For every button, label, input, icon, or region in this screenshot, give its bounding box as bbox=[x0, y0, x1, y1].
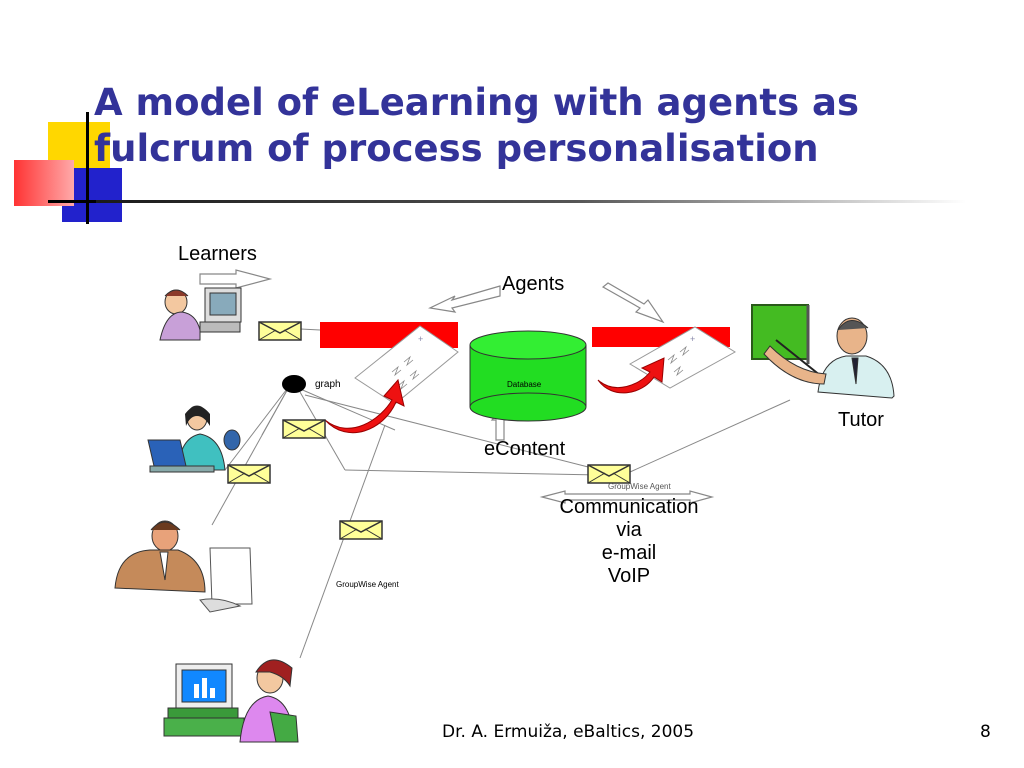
learners-arrow bbox=[199, 269, 273, 289]
groupwise-agent-label-2: GroupWise Agent bbox=[608, 482, 671, 491]
connector-lines bbox=[211, 326, 791, 659]
agents-right-arrow bbox=[601, 282, 665, 324]
tutor-icon bbox=[751, 304, 895, 399]
communication-label: Communication via e-mail VoIP bbox=[520, 496, 738, 588]
communication-line-4: VoIP bbox=[607, 565, 651, 587]
outline-arrows bbox=[199, 269, 715, 504]
learners-label: Learners bbox=[178, 243, 257, 265]
groupwise-agent-label: GroupWise Agent bbox=[336, 580, 399, 589]
envelope-icon bbox=[227, 464, 271, 484]
title-rule bbox=[96, 200, 966, 203]
agents-left-arrow bbox=[428, 285, 501, 313]
learner-icon-4 bbox=[163, 659, 299, 743]
envelope-icon bbox=[258, 321, 302, 341]
tutor-label: Tutor bbox=[838, 409, 884, 431]
title-line-1: A model of eLearning with agents as bbox=[94, 81, 859, 124]
logo-vertical-line bbox=[86, 112, 89, 224]
learner-icon-2 bbox=[147, 405, 241, 473]
envelope-icon bbox=[587, 464, 631, 484]
svg-text:+: + bbox=[418, 334, 423, 344]
logo-horizontal-line bbox=[48, 200, 108, 203]
curved-arrow-right bbox=[597, 357, 665, 394]
communication-line-1: Communication bbox=[559, 496, 699, 518]
svg-text:+: + bbox=[690, 334, 695, 344]
agents-label: Agents bbox=[502, 273, 565, 295]
curved-arrow-left bbox=[324, 378, 405, 434]
agent-document-left: + bbox=[354, 325, 459, 405]
database-cylinder bbox=[469, 330, 587, 422]
learner-icon-3 bbox=[114, 520, 253, 613]
title-line-2: fulcrum of process personalisation bbox=[94, 127, 819, 170]
footer-text: Dr. A. Ermuiža, eBaltics, 2005 bbox=[442, 722, 695, 742]
slide-title: A model of eLearning with agents as fulc… bbox=[94, 80, 994, 172]
communication-line-3: e-mail bbox=[601, 542, 657, 564]
communication-line-2: via bbox=[616, 519, 642, 541]
graph-node bbox=[282, 375, 306, 393]
communication-arrow bbox=[539, 490, 715, 504]
envelope-icon bbox=[282, 419, 326, 439]
page-number: 8 bbox=[980, 722, 991, 742]
econtent-label: eContent bbox=[484, 438, 566, 460]
envelope-icon bbox=[339, 520, 383, 540]
learner-icon-1 bbox=[159, 287, 242, 341]
database-label: Database bbox=[507, 380, 542, 389]
logo-red-square bbox=[14, 160, 74, 206]
graph-label: graph bbox=[315, 379, 341, 390]
